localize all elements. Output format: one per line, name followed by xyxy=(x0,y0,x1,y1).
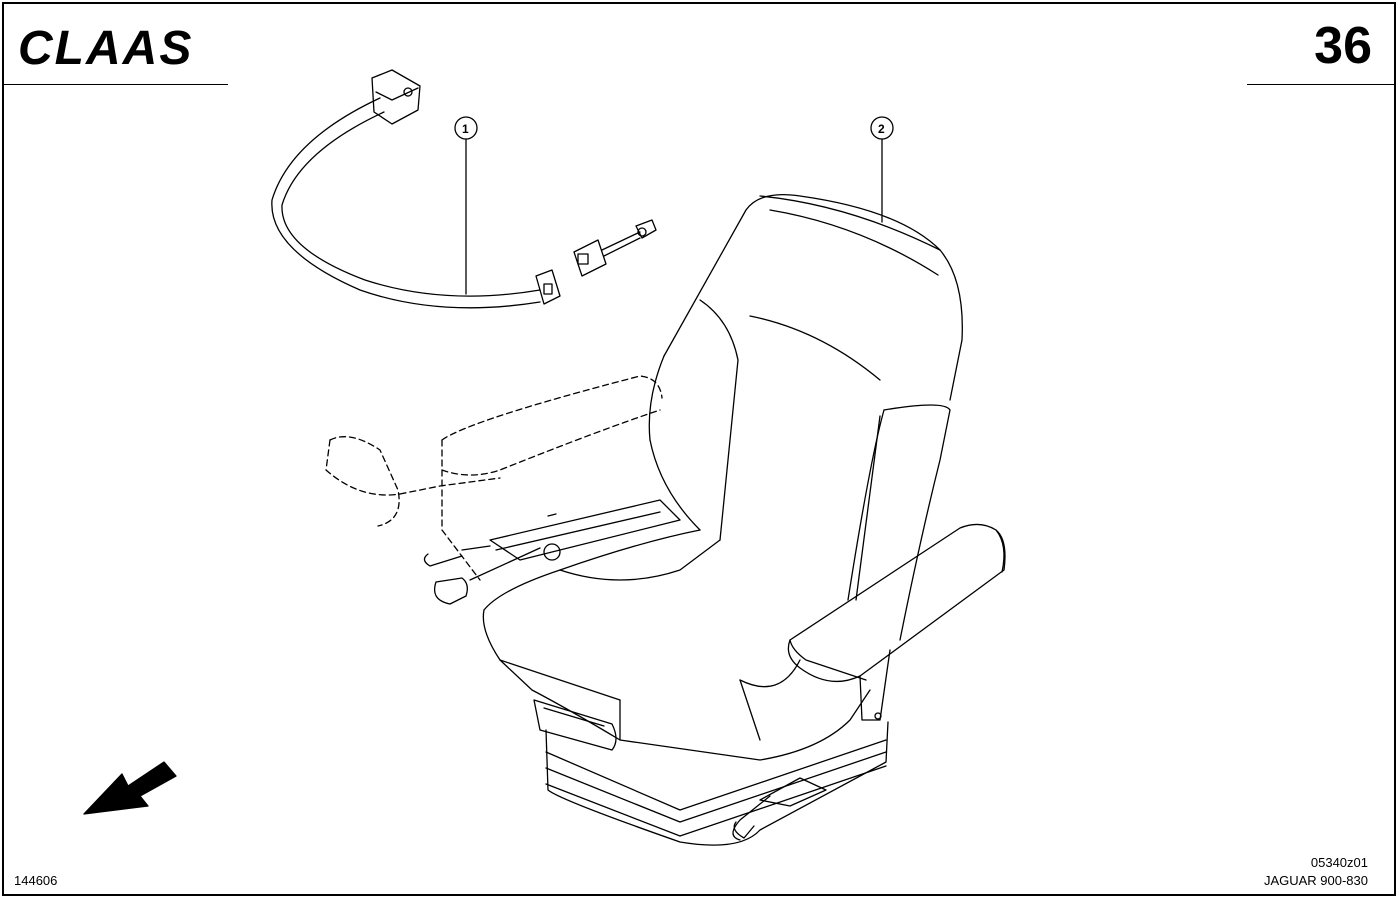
callout-1 xyxy=(454,116,478,295)
header-rule-left xyxy=(2,84,228,85)
seat-rail xyxy=(423,499,681,605)
logo-text: CLAAS xyxy=(18,22,193,70)
arrow-down-left-icon xyxy=(83,761,177,815)
callout-2 xyxy=(870,116,894,223)
header-rule-right xyxy=(1247,84,1394,85)
callout-1-label: 1 xyxy=(462,122,469,136)
model-name: JAGUAR 900-830 xyxy=(1263,873,1368,888)
seat-cushion xyxy=(482,529,871,761)
seat-belt xyxy=(271,69,657,309)
belt-buckle xyxy=(573,239,607,277)
belt-latch-plate xyxy=(535,269,561,305)
lever-front xyxy=(461,545,491,551)
belt-retractor xyxy=(371,69,421,125)
right-armrest xyxy=(787,523,1006,721)
drawing-reference: 05340z01 xyxy=(1310,855,1368,870)
page-number: 36 xyxy=(1314,17,1372,75)
ghost-armrest xyxy=(325,375,663,581)
claas-logo: CLAAS xyxy=(18,22,193,70)
seat-suspension-base xyxy=(545,721,889,846)
lever-knob xyxy=(469,547,541,581)
callout-2-label: 2 xyxy=(878,122,885,136)
seat-backrest xyxy=(648,193,963,641)
document-id: 144606 xyxy=(14,873,58,888)
